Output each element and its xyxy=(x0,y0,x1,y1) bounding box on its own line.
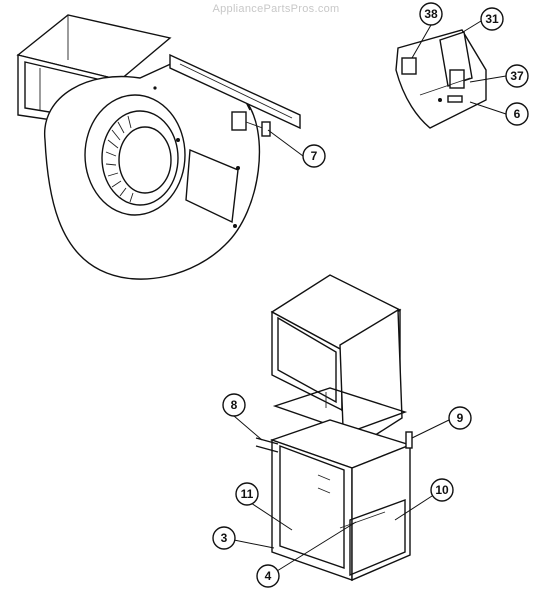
watermark: AppliancePartsPros.com xyxy=(212,3,340,15)
callout-label: 6 xyxy=(514,107,521,121)
callout-label: 3 xyxy=(221,531,228,545)
cabinet-assembly[interactable] xyxy=(255,274,413,582)
callout-label: 7 xyxy=(311,149,318,163)
callout-label: 11 xyxy=(241,487,254,501)
control-box[interactable] xyxy=(395,29,487,129)
callout-38[interactable]: 38 xyxy=(411,2,443,59)
callout-label: 9 xyxy=(457,411,464,425)
callout-11[interactable]: 11 xyxy=(235,482,293,531)
callout-8[interactable]: 8 xyxy=(222,393,263,441)
blower-assembly[interactable] xyxy=(16,14,301,280)
callout-label: 10 xyxy=(435,483,449,497)
callout-label: 31 xyxy=(485,12,499,26)
callout-7[interactable]: 7 xyxy=(267,129,326,168)
callout-10[interactable]: 10 xyxy=(394,478,454,521)
callout-37[interactable]: 37 xyxy=(469,64,529,88)
callout-label: 37 xyxy=(510,69,524,83)
callout-label: 4 xyxy=(265,569,272,583)
callout-3[interactable]: 3 xyxy=(212,526,275,550)
callout-label: 8 xyxy=(231,398,238,412)
callout-9[interactable]: 9 xyxy=(411,406,472,439)
callout-31[interactable]: 31 xyxy=(462,7,504,33)
callout-6[interactable]: 6 xyxy=(469,101,529,126)
callout-4[interactable]: 4 xyxy=(256,521,357,588)
callout-label: 38 xyxy=(424,7,438,21)
